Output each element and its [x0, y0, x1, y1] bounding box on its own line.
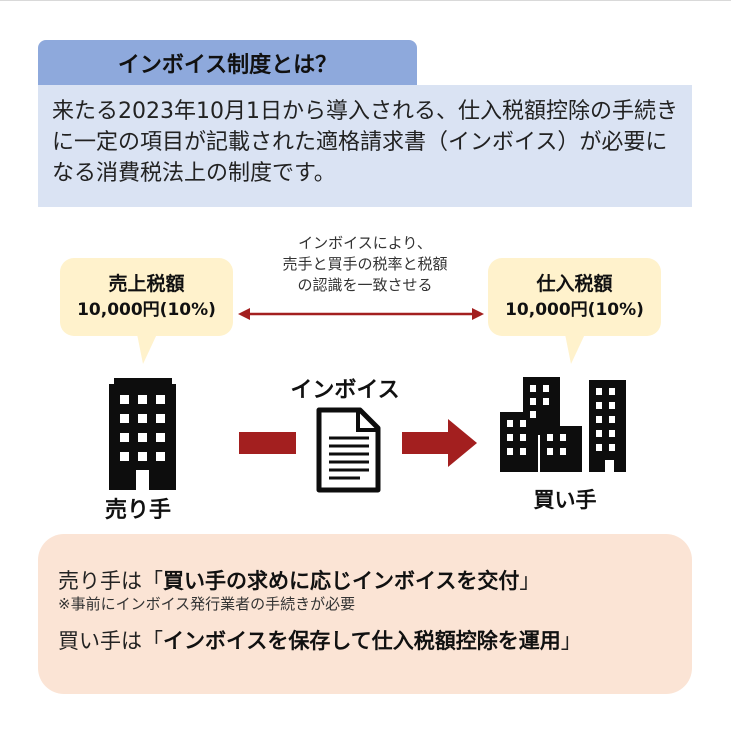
buyer-bubble-tail	[565, 334, 585, 364]
section-title: インボイス制度とは？	[38, 40, 417, 86]
flow-arrow-right	[402, 419, 477, 467]
double-arrow-icon	[238, 308, 484, 320]
buyer-summary-suffix: 」	[560, 629, 582, 653]
note-line: の認識を一致させる	[297, 276, 433, 294]
top-divider	[0, 0, 731, 1]
note-line: 売手と買手の税率と税額	[282, 255, 448, 273]
seller-bubble-title: 売上税額	[108, 273, 185, 295]
buyer-summary-prefix: 買い手は「	[58, 629, 163, 653]
seller-tax-bubble: 売上税額 10,000円(10%)	[60, 258, 233, 336]
seller-label: 売り手	[104, 498, 171, 523]
buyer-bubble-value: 10,000円(10%)	[505, 300, 644, 320]
seller-summary: 売り手は「買い手の求めに応じインボイスを交付」	[58, 567, 692, 595]
summary-box: 売り手は「買い手の求めに応じインボイスを交付」 ※事前にインボイス発行業者の手続…	[38, 534, 692, 694]
seller-summary-note: ※事前にインボイス発行業者の手続きが必要	[58, 595, 356, 613]
seller-building-icon	[109, 378, 176, 490]
buyer-buildings-icon	[500, 377, 626, 472]
flow-arrow-left	[239, 432, 296, 454]
buyer-summary-emphasis: インボイスを保存して仕入税額控除を運用	[163, 629, 561, 653]
seller-bubble-value: 10,000円(10%)	[77, 300, 216, 320]
seller-summary-emphasis: 買い手の求めに応じインボイスを交付	[163, 569, 520, 593]
intro-description: 来たる2023年10月1日から導入される、仕入税額控除の手続きに一定の項目が記載…	[38, 85, 692, 207]
alignment-note: インボイスにより、 売手と買手の税率と税額 の認識を一致させる	[248, 233, 482, 296]
seller-summary-suffix: 」	[519, 569, 541, 593]
section-title-text: インボイス制度とは？	[117, 53, 338, 78]
buyer-bubble-title: 仕入税額	[536, 273, 613, 295]
buyer-tax-bubble: 仕入税額 10,000円(10%)	[488, 258, 661, 336]
seller-summary-prefix: 売り手は「	[58, 569, 163, 593]
document-label: インボイス	[290, 378, 400, 403]
buyer-label: 買い手	[533, 488, 597, 512]
seller-bubble-tail	[137, 334, 157, 364]
buyer-summary: 買い手は「インボイスを保存して仕入税額控除を運用」	[58, 627, 692, 655]
document-icon	[316, 407, 381, 493]
note-line: インボイスにより、	[298, 234, 432, 252]
